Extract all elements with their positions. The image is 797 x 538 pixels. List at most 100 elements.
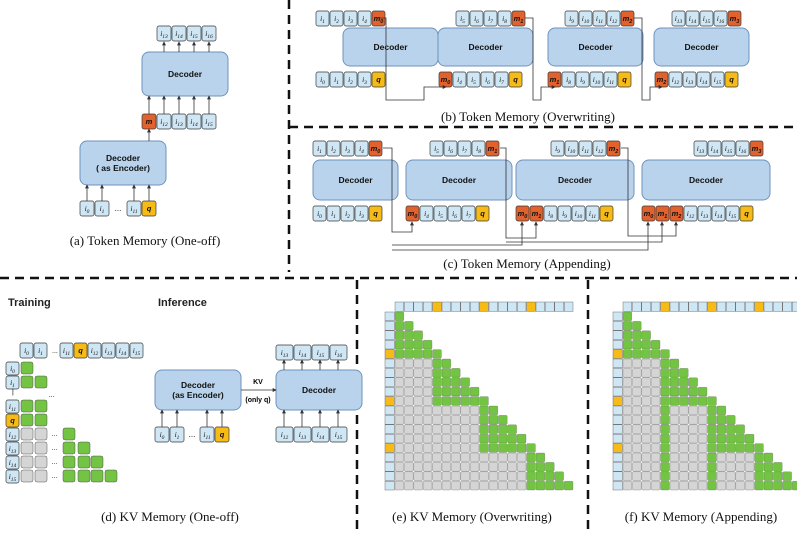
- masked-cell: [622, 377, 632, 387]
- matrix-header-cell: [413, 301, 423, 312]
- attend-cell: [763, 462, 773, 472]
- masked-cell: [423, 358, 433, 368]
- input-token: i4: [419, 205, 434, 222]
- token-label: q: [744, 209, 749, 218]
- matrix-row-cell: [384, 358, 395, 369]
- masked-cell: [394, 452, 404, 462]
- decoder-label: Decoder: [578, 42, 613, 52]
- decoder-c-3: Decoder: [641, 159, 771, 201]
- attend-cell: [707, 424, 717, 434]
- attend-cell: [517, 434, 527, 444]
- token-subscript: 13: [688, 80, 694, 86]
- token-label: i13: [105, 346, 113, 357]
- masked-cell: [651, 434, 661, 444]
- token-label: i9: [569, 14, 574, 25]
- masked-cell: [622, 462, 632, 472]
- token-box: [443, 140, 458, 157]
- masked-cell: [698, 481, 708, 491]
- token-label: i13: [281, 348, 289, 359]
- attend-cell: [413, 330, 423, 340]
- masked-cell: [651, 396, 661, 406]
- token-subscript: 13: [283, 353, 289, 359]
- matrix-row-cell: [384, 311, 395, 322]
- attend-cell: [526, 452, 536, 462]
- input-token: i13: [682, 71, 697, 88]
- token-subscript: 9: [557, 149, 560, 155]
- attend-cell: [669, 368, 679, 378]
- masked-cell: [432, 434, 442, 444]
- token-box: [721, 140, 736, 157]
- masked-cell: [651, 377, 661, 387]
- token-box: [697, 205, 712, 222]
- input-token: i12: [606, 10, 621, 27]
- input-token: i2: [340, 205, 355, 222]
- input-token: i3: [340, 140, 355, 157]
- masked-cell: [413, 462, 423, 472]
- token-label: i13: [697, 144, 705, 155]
- attend-cell: [773, 462, 783, 472]
- masked-cell: [394, 415, 404, 425]
- masked-cell: [441, 462, 451, 472]
- token-label: i8: [566, 75, 571, 86]
- attend-cell: [660, 387, 670, 397]
- matrix-header-cell: [622, 301, 633, 312]
- token-box: [5, 441, 20, 456]
- matrix-row-cell: [612, 387, 623, 397]
- token-box: [115, 342, 130, 359]
- decoder-box: [653, 27, 750, 67]
- matrix-row-cell: [384, 405, 395, 416]
- masked-cell: [651, 471, 661, 481]
- attend-cell: [716, 415, 726, 425]
- masked-cell: [641, 424, 651, 434]
- token-box: [480, 71, 495, 88]
- masked-cell: [632, 462, 642, 472]
- input-token: i15: [5, 469, 20, 484]
- input-token: i13: [101, 342, 116, 359]
- token-subscript: 15: [337, 435, 343, 441]
- token-box: [312, 140, 327, 157]
- input-token: i10: [564, 140, 579, 157]
- attend-cell: [404, 340, 414, 350]
- matrix-header-cell: [735, 301, 745, 312]
- token-label: m1: [658, 209, 668, 220]
- masked-cell: [498, 471, 508, 481]
- token-subscript: 0: [377, 149, 380, 155]
- attend-cell: [716, 405, 726, 415]
- masked-cell: [413, 443, 423, 453]
- matrix-header-cell: [470, 301, 480, 312]
- masked-cell: [641, 415, 651, 425]
- masked-cell: [404, 452, 414, 462]
- attend-cell: [62, 441, 76, 455]
- token-subscript: 1: [102, 209, 105, 215]
- masked-cell: [622, 368, 632, 378]
- connector: [383, 147, 414, 233]
- token-box: [329, 426, 348, 443]
- token-box: [589, 71, 604, 88]
- attend-cell: [754, 452, 764, 462]
- input-token: i16: [735, 140, 750, 157]
- input-token: i1: [5, 375, 20, 390]
- token-subscript: 3: [736, 19, 739, 25]
- caption-f: (f) KV Memory (Appending): [625, 509, 777, 524]
- token-box: [19, 342, 34, 359]
- token-subscript: 7: [464, 149, 467, 155]
- masked-cell: [432, 452, 442, 462]
- masked-cell: [669, 434, 679, 444]
- token-label: i15: [335, 430, 343, 441]
- token-subscript: 0: [322, 80, 325, 86]
- token-subscript: 5: [440, 214, 443, 220]
- token-label: i14: [190, 117, 198, 128]
- token-box: [156, 25, 172, 42]
- token-subscript: 16: [207, 34, 213, 40]
- attend-cell: [745, 434, 755, 444]
- input-token: i11: [59, 342, 74, 359]
- ellipsis: ...: [115, 204, 122, 213]
- matrix-row-cell: [612, 340, 623, 350]
- attend-cell: [535, 481, 545, 491]
- masked-cell: [20, 469, 34, 483]
- masked-cell: [404, 415, 414, 425]
- token-label: i12: [160, 117, 168, 128]
- masked-cell: [488, 462, 498, 472]
- token-box: [368, 140, 383, 157]
